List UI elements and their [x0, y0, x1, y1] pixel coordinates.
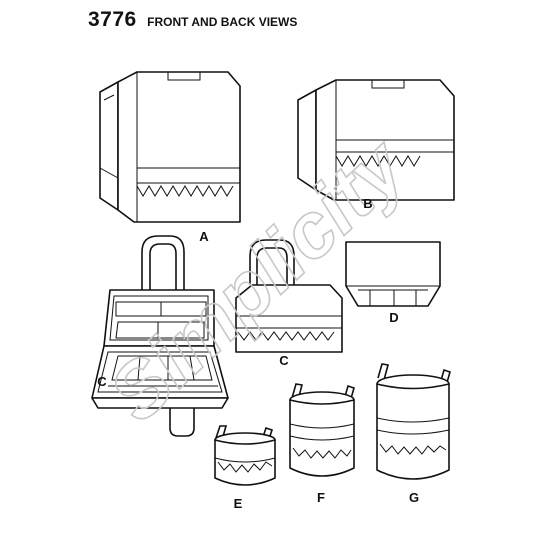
view-f-bin — [289, 383, 355, 477]
label-view-c-open: C — [97, 374, 107, 389]
page-header: 3776 FRONT AND BACK VIEWS — [88, 8, 297, 32]
label-view-c-closed: C — [279, 353, 289, 368]
label-view-a: A — [199, 229, 209, 244]
view-d-tray — [345, 241, 441, 307]
label-view-d: D — [389, 310, 398, 325]
pattern-number: 3776 — [88, 8, 137, 31]
view-c-open-organizer — [91, 235, 229, 437]
view-c-closed-tote — [235, 239, 343, 353]
view-b-cover — [297, 79, 455, 201]
view-g-bin — [376, 363, 451, 480]
label-view-f: F — [317, 490, 325, 505]
views-title: FRONT AND BACK VIEWS — [147, 15, 298, 29]
view-a-cover — [99, 71, 241, 223]
view-e-bin — [214, 425, 276, 486]
label-view-g: G — [409, 490, 419, 505]
label-view-e: E — [234, 496, 243, 511]
label-view-b: B — [363, 196, 372, 211]
